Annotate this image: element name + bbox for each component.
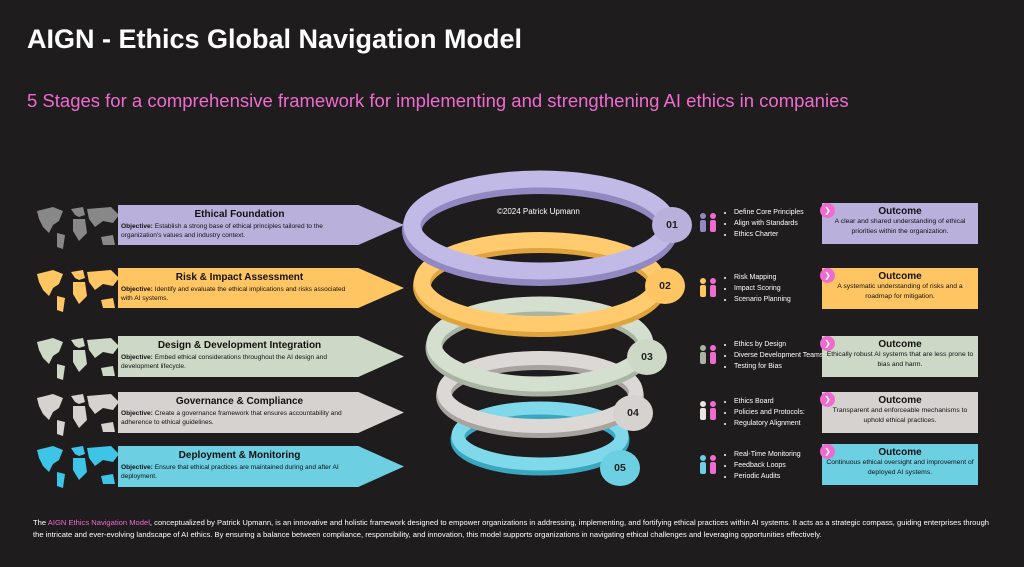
stage-04-number-badge: 04 [613, 395, 653, 431]
stacked-rings-illustration [402, 170, 678, 476]
world-map-icon [37, 270, 119, 312]
footer-description: The AIGN Ethics Navigation Model, concep… [33, 517, 993, 541]
stage-01-bullets: Define Core Principles Align with Standa… [724, 207, 826, 240]
world-map-icon [37, 394, 119, 436]
list-item: Impact Scoring [734, 283, 826, 294]
footer-text: , conceptualized by Patrick Upmann, is a… [33, 518, 990, 539]
people-icon [700, 401, 716, 420]
outcome-text: A clear and shared understanding of ethi… [834, 218, 966, 235]
chevron-right-icon: ❯ [820, 392, 835, 407]
chevron-right-icon: ❯ [820, 203, 835, 218]
outcome-title: Outcome [878, 395, 922, 406]
list-item: Ethics by Design [734, 339, 826, 350]
stage-02-bullets: Risk Mapping Impact Scoring Scenario Pla… [724, 272, 826, 305]
world-map-icon [37, 446, 119, 488]
list-item: Align with Standards [734, 218, 826, 229]
stage-02-outcome: ❯ Outcome A systematic understanding of … [820, 268, 978, 309]
stage-05-outcome: ❯ Outcome Continuous ethical oversight a… [820, 444, 978, 485]
outcome-text: Transparent and enforceable mechanisms t… [832, 407, 968, 424]
page-title: AIGN - Ethics Global Navigation Model [27, 24, 523, 54]
footer-prefix: The [33, 518, 48, 527]
stage-04-title: Governance & Compliance [175, 396, 304, 407]
outcome-title: Outcome [878, 447, 922, 458]
stage-03-title: Design & Development Integration [157, 340, 322, 351]
list-item: Risk Mapping [734, 272, 826, 283]
list-item: Feedback Loops [734, 460, 826, 471]
stage-04-outcome: ❯ Outcome Transparent and enforceable me… [820, 392, 978, 433]
stage-03-bullets: Ethics by Design Diverse Development Tea… [724, 339, 826, 372]
stage-04-objective: Objective: Create a governance framework… [121, 410, 342, 426]
chevron-right-icon: ❯ [820, 336, 835, 351]
stage-04-bullets: Ethics Board Policies and Protocols: Reg… [724, 396, 826, 429]
page-subtitle: 5 Stages for a comprehensive framework f… [27, 90, 849, 111]
stage-05-bullets: Real-Time Monitoring Feedback Loops Peri… [724, 449, 826, 482]
stage-05-objective: Objective: Ensure that ethical practices… [121, 464, 339, 480]
list-item: Scenario Planning [734, 294, 826, 305]
list-item: Real-Time Monitoring [734, 449, 826, 460]
footer-highlight: AIGN Ethics Navigation Model [47, 518, 150, 527]
list-item: Periodic Audits [734, 471, 826, 482]
list-item: Define Core Principles [734, 207, 826, 218]
stage-01-card: Ethical Foundation Objective: Establish … [118, 205, 404, 245]
chevron-right-icon: ❯ [820, 444, 835, 459]
list-item: Regulatory Alignment [734, 418, 826, 429]
stage-02-number-badge: 02 [645, 268, 685, 304]
stage-05-title: Deployment & Monitoring [178, 450, 301, 461]
stage-01-objective: Objective: Establish a strong base of et… [121, 223, 323, 239]
people-icon [700, 345, 716, 364]
stage-02-objective: Objective: Identify and evaluate the eth… [121, 286, 346, 302]
stage-03-card: Design & Development Integration Objecti… [118, 336, 404, 377]
people-icon [700, 213, 716, 232]
outcome-title: Outcome [878, 271, 922, 282]
stage-02-card: Risk & Impact Assessment Objective: Iden… [118, 268, 404, 308]
outcome-text: A systematic understanding of risks and … [837, 283, 963, 300]
stage-04-card: Governance & Compliance Objective: Creat… [118, 392, 404, 433]
world-map-icon [37, 207, 119, 249]
people-icon [700, 455, 716, 474]
outcome-title: Outcome [878, 339, 922, 350]
people-icon [700, 278, 716, 297]
outcome-text: Continuous ethical oversight and improve… [826, 459, 974, 476]
outcome-text: Ethically robust AI systems that are les… [826, 351, 974, 368]
ring-05 [450, 401, 630, 476]
stage-01-outcome: ❯ Outcome A clear and shared understandi… [820, 203, 978, 244]
list-item: Policies and Protocols: [734, 407, 826, 418]
list-item: Ethics Charter [734, 229, 826, 240]
stage-02-title: Risk & Impact Assessment [175, 272, 304, 283]
stage-03-outcome: ❯ Outcome Ethically robust AI systems th… [820, 336, 978, 377]
ring-01 [402, 170, 678, 286]
stage-05-card: Deployment & Monitoring Objective: Ensur… [118, 446, 404, 487]
stage-01-number-badge: 01 [652, 207, 692, 243]
list-item: Diverse Development Teams [734, 350, 826, 361]
list-item: Testing for Bias [734, 361, 826, 372]
stage-01-title: Ethical Foundation [194, 209, 285, 220]
stage-05-number-badge: 05 [600, 450, 640, 486]
list-item: Ethics Board [734, 396, 826, 407]
chevron-right-icon: ❯ [820, 268, 835, 283]
stage-03-objective: Objective: Embed ethical considerations … [121, 354, 328, 370]
stage-03-number-badge: 03 [627, 339, 667, 375]
copyright-text: ©2024 Patrick Upmann [497, 207, 580, 216]
outcome-title: Outcome [878, 206, 922, 217]
world-map-icon [37, 338, 119, 380]
